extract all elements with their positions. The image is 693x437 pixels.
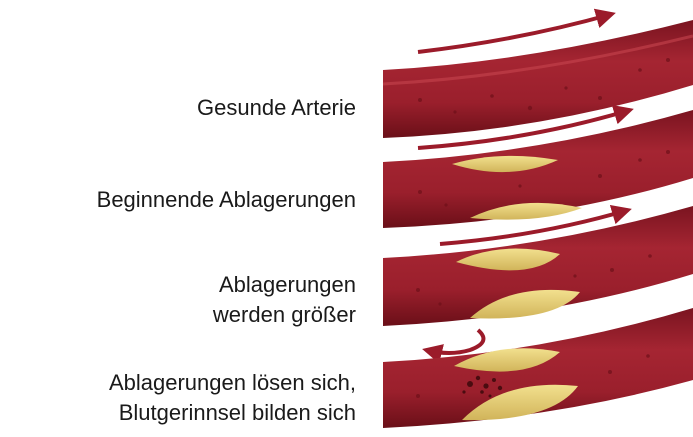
label-deposits-rupture-clot: Ablagerungen lösen sich, Blutgerinnsel b… <box>109 368 356 428</box>
label-line: Blutgerinnsel bilden sich <box>109 398 356 428</box>
label-line: Ablagerungen lösen sich, <box>109 368 356 398</box>
artery-ruptured-plaque <box>383 308 693 428</box>
label-line: Beginnende Ablagerungen <box>97 185 356 215</box>
label-deposits-grow: Ablagerungen werden größer <box>213 270 356 330</box>
label-line: Ablagerungen <box>213 270 356 300</box>
flow-arrow <box>426 330 483 353</box>
healthy-artery <box>383 14 693 138</box>
label-line: werden größer <box>213 300 356 330</box>
label-line: Gesunde Arterie <box>197 93 356 123</box>
label-beginning-deposits: Beginnende Ablagerungen <box>97 185 356 215</box>
label-healthy-artery: Gesunde Arterie <box>197 93 356 123</box>
artery-vessel <box>383 20 693 138</box>
